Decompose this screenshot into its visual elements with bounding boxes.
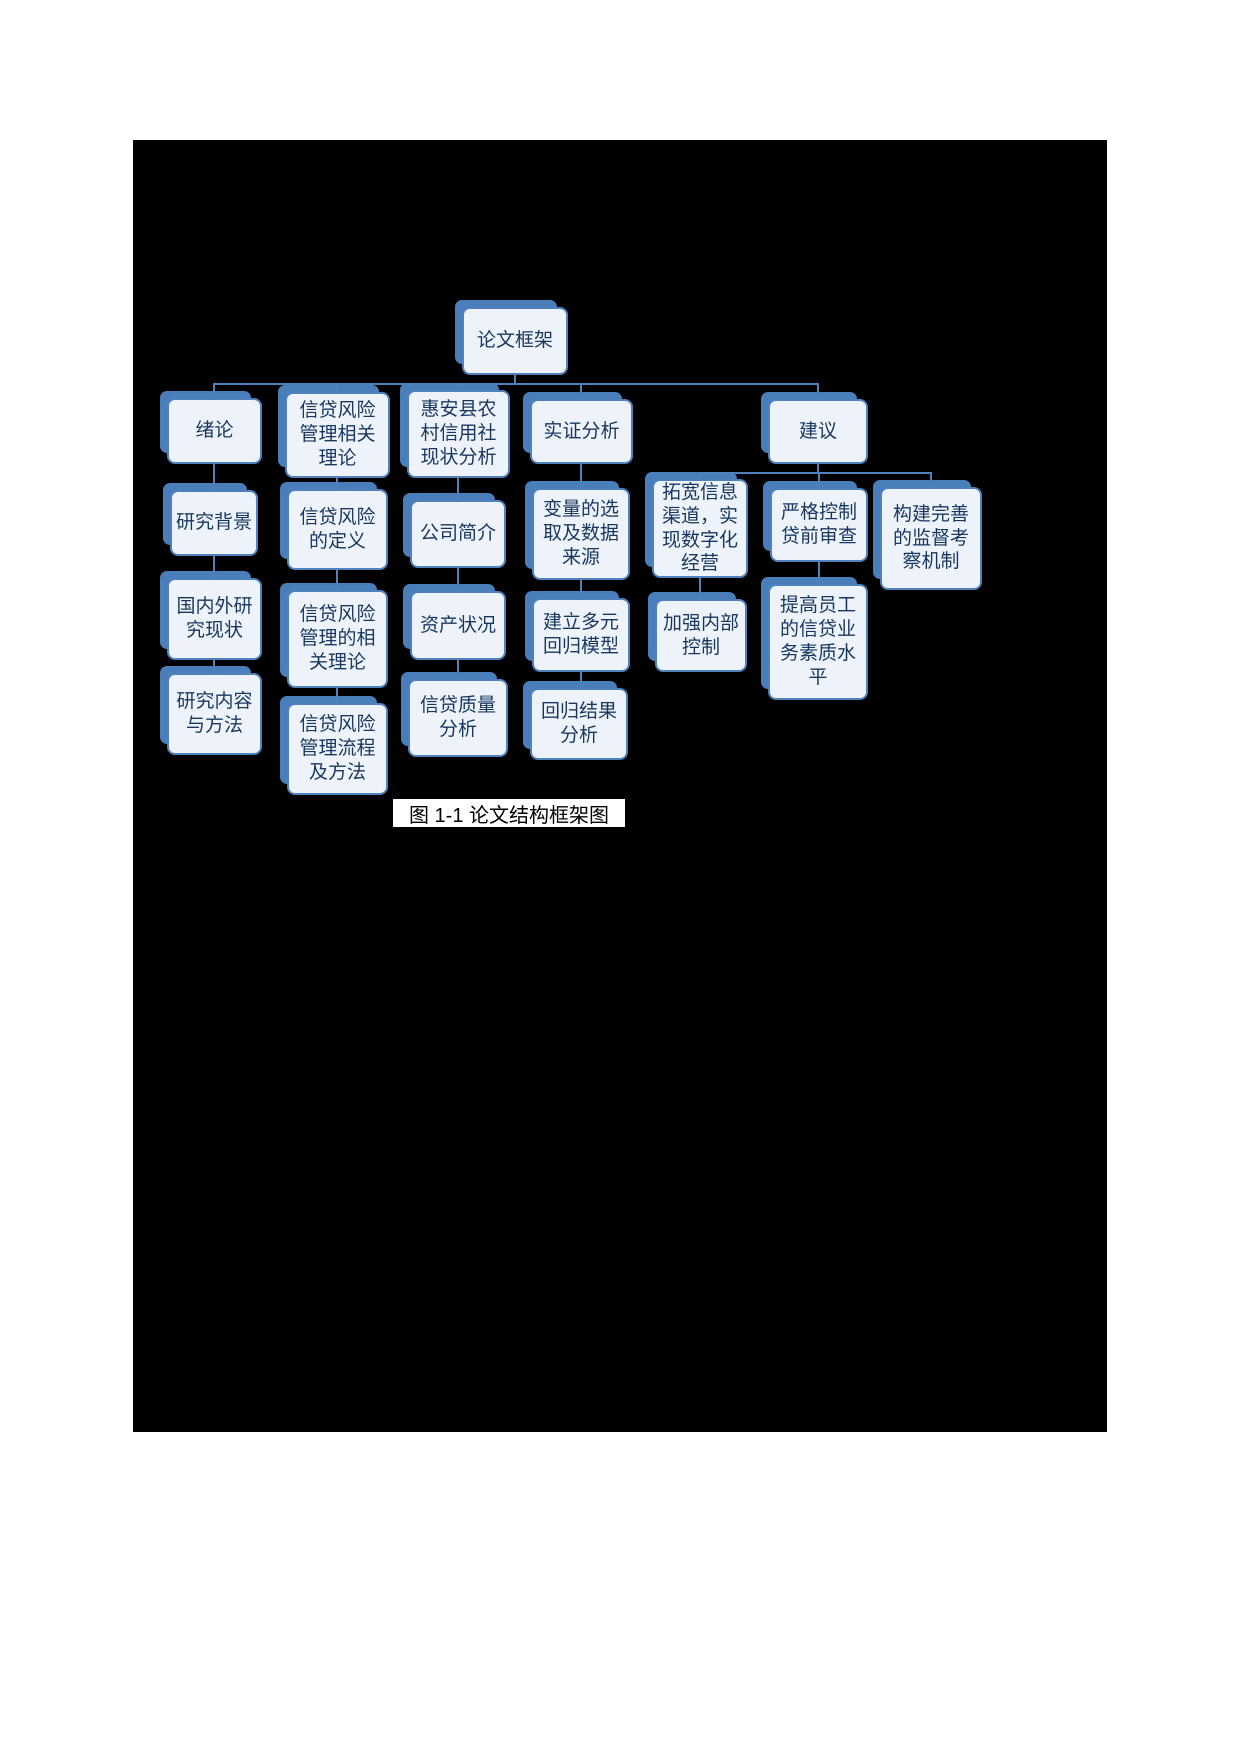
connector-line [580, 464, 582, 488]
connector-line [818, 562, 820, 584]
node-regression-result-analysis: 回归结果 分析 [523, 681, 628, 760]
connector-line [336, 570, 338, 590]
node-company-profile: 公司简介 [403, 493, 506, 568]
connector-line [336, 384, 338, 392]
connector-line [457, 568, 459, 591]
connector-line [580, 384, 582, 399]
node-credit-quality-analysis: 信贷质量 分析 [401, 672, 508, 757]
node-credit-risk-management-theory: 信贷风险 管理的相 关理论 [280, 583, 388, 688]
connector-line [699, 473, 701, 479]
node-suggestions: 建议 [761, 392, 868, 464]
connector-line [817, 464, 819, 473]
connector-line [213, 383, 819, 385]
node-research-background: 研究背景 [163, 483, 258, 556]
node-variable-selection-data-source: 变量的选 取及数据 来源 [525, 481, 630, 580]
node-preloan-review: 严格控制 贷前审查 [763, 481, 868, 562]
connector-line [213, 464, 215, 490]
node-info-channels-digital: 拓宽信息 渠道，实 现数字化 经营 [645, 472, 748, 578]
node-introduction: 绪论 [160, 391, 262, 464]
node-status-analysis: 惠安县农 村信用社 现状分析 [400, 383, 510, 478]
node-empirical-analysis: 实证分析 [523, 392, 633, 464]
node-research-content-methods: 研究内容 与方法 [160, 666, 262, 755]
connector-line [457, 478, 459, 500]
connector-line [213, 660, 215, 673]
connector-line [514, 375, 516, 384]
connector-line [580, 672, 582, 688]
figure-caption: 图 1-1 论文结构框架图 [393, 799, 625, 827]
node-staff-quality: 提高员工 的信贷业 务素质水 平 [761, 577, 868, 700]
node-credit-risk-process-methods: 信贷风险 管理流程 及方法 [280, 696, 388, 795]
node-regression-model: 建立多元 回归模型 [525, 591, 630, 672]
connector-line [213, 556, 215, 578]
connector-line [457, 660, 459, 679]
node-thesis-framework: 论文框架 [455, 300, 568, 375]
connector-line [580, 580, 582, 598]
node-credit-risk-definition: 信贷风险 的定义 [280, 482, 388, 570]
node-supervision-mechanism: 构建完善 的监督考 察机制 [873, 480, 982, 590]
diagram-canvas: 论文框架 绪论 信贷风险 管理相关 理论 惠安县农 村信用社 现状分析 实证分析… [133, 140, 1107, 1432]
connector-line [699, 472, 932, 474]
connector-line [213, 384, 215, 398]
connector-line [336, 688, 338, 703]
connector-line [930, 473, 932, 487]
connector-line [817, 384, 819, 399]
connector-line [699, 578, 701, 599]
connector-line [818, 473, 820, 488]
connector-line [457, 384, 459, 390]
node-research-status: 国内外研 究现状 [160, 571, 262, 660]
connector-line [336, 478, 338, 489]
node-internal-control: 加强内部 控制 [648, 592, 747, 672]
node-credit-risk-related-theory: 信贷风险 管理相关 理论 [278, 385, 390, 478]
node-asset-status: 资产状况 [403, 584, 506, 660]
